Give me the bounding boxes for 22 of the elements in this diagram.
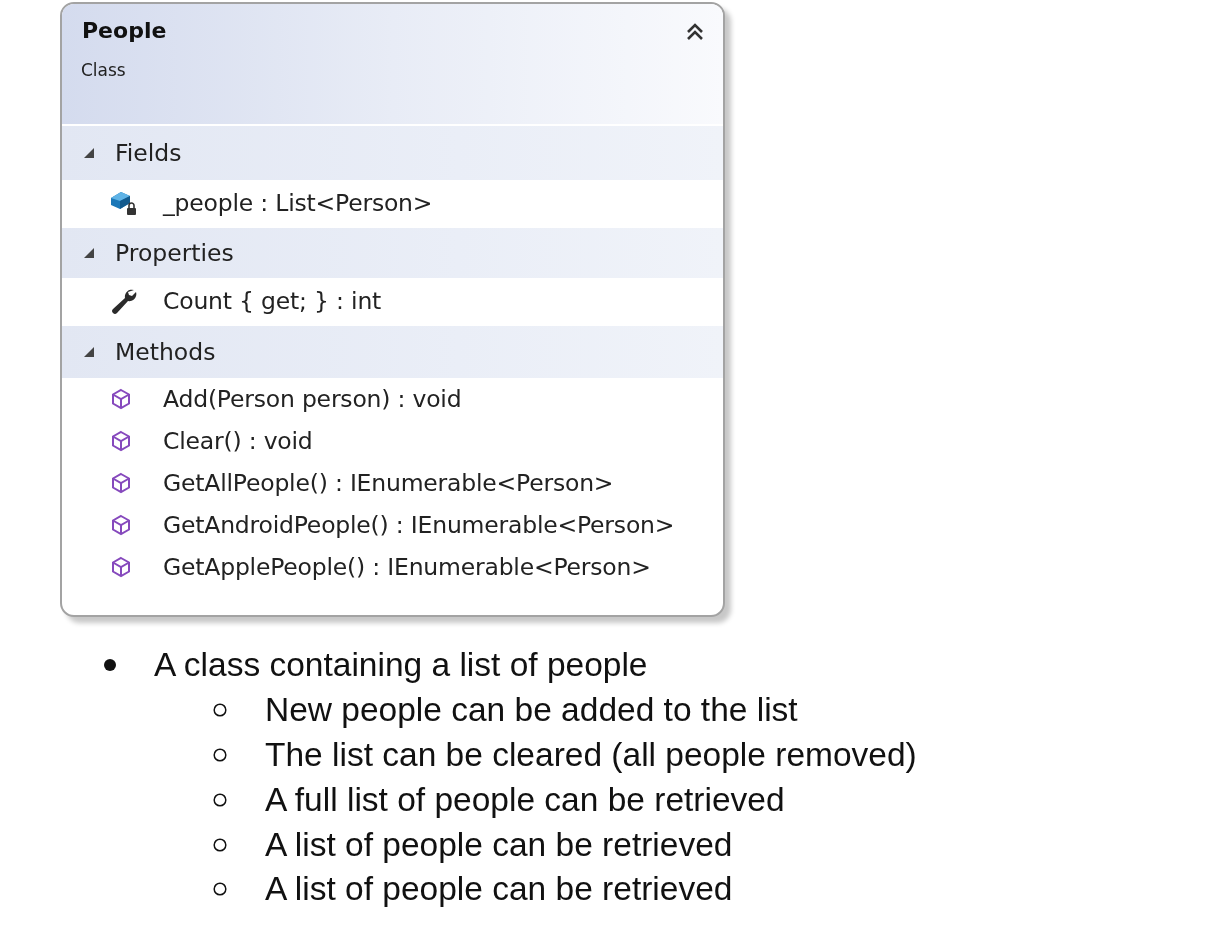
bullet-text: A list of people can be retrieved: [265, 869, 733, 909]
bullet-text: A full list of people can be retrieved: [265, 780, 785, 820]
bullet-text: The list can be cleared (all people removed): [265, 735, 917, 775]
member-text: GetAndroidPeople() : IEnumerable<Person>: [163, 511, 675, 539]
class-name: People: [82, 18, 167, 43]
member-text: GetAllPeople() : IEnumerable<Person>: [163, 469, 614, 497]
bullet-text: New people can be added to the list: [265, 690, 798, 730]
member-text: Count { get; } : int: [163, 287, 382, 315]
class-compartment: [62, 228, 723, 324]
section-title: Properties: [115, 239, 234, 267]
bullet-text: A list of people can be retrieved: [265, 825, 733, 865]
bullet-text: A class containing a list of people: [154, 645, 648, 685]
member-text: GetApplePeople() : IEnumerable<Person>: [163, 553, 651, 581]
class-box: [60, 2, 725, 617]
member-text: Clear() : void: [163, 427, 313, 455]
member-text: Add(Person person) : void: [163, 385, 462, 413]
member-text: _people : List<Person>: [163, 189, 433, 217]
class-compartment: [62, 326, 723, 588]
section-title: Fields: [115, 139, 182, 167]
class-compartment: [62, 126, 723, 226]
section-title: Methods: [115, 338, 216, 366]
class-type-label: Class: [81, 60, 126, 80]
